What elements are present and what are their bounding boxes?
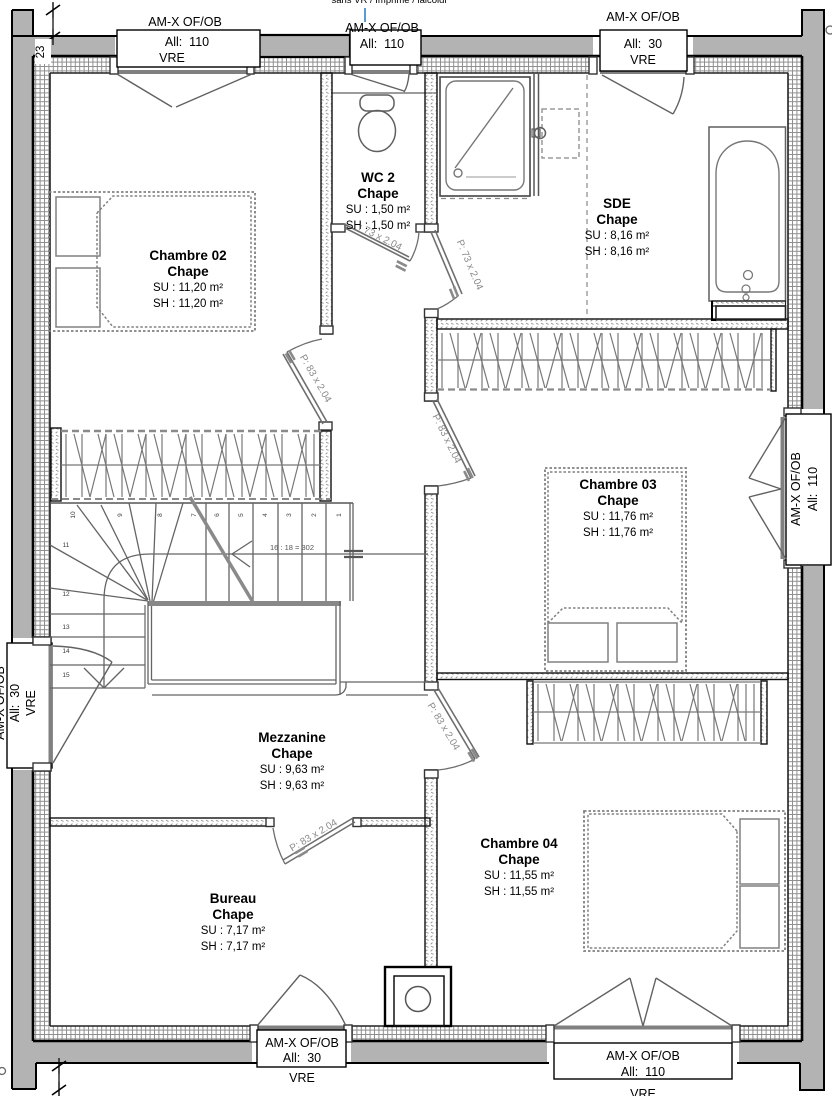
svg-text:SH : 1,50 m²: SH : 1,50 m² [346, 220, 411, 232]
svg-text:14: 14 [62, 648, 70, 655]
svg-text:12: 12 [62, 591, 70, 598]
svg-text:All: 30: All: 30 [8, 684, 22, 722]
svg-text:10: 10 [70, 511, 77, 519]
svg-text:Chape: Chape [212, 907, 254, 922]
svg-text:Chambre 03: Chambre 03 [579, 477, 657, 492]
svg-text:All: 110: All: 110 [165, 35, 209, 49]
svg-text:SH : 9,63 m²: SH : 9,63 m² [260, 780, 325, 792]
svg-text:VRE: VRE [159, 51, 185, 65]
svg-text:2: 2 [311, 513, 318, 517]
svg-text:All: 30: All: 30 [283, 1051, 321, 1065]
svg-text:VRE: VRE [630, 53, 656, 67]
svg-text:Chambre 04: Chambre 04 [480, 836, 558, 851]
svg-text:SDE: SDE [603, 196, 631, 211]
svg-text:SU : 8,16 m²: SU : 8,16 m² [585, 230, 650, 242]
svg-text:AM-X OF/OB: AM-X OF/OB [789, 452, 803, 526]
svg-text:SU : 11,76 m²: SU : 11,76 m² [583, 511, 653, 523]
svg-text:7: 7 [191, 513, 198, 517]
svg-text:Chape: Chape [596, 212, 638, 227]
svg-text:SU : 11,20 m²: SU : 11,20 m² [153, 282, 223, 294]
svg-text:6: 6 [214, 513, 221, 517]
svg-text:All: 110: All: 110 [360, 37, 404, 51]
svg-text:Chape: Chape [498, 852, 540, 867]
svg-text:1: 1 [336, 513, 343, 517]
svg-text:VRE: VRE [24, 690, 38, 716]
svg-text:All: 30: All: 30 [624, 37, 662, 51]
svg-text:5: 5 [238, 513, 245, 517]
svg-text:SH : 7,17 m²: SH : 7,17 m² [201, 941, 266, 953]
svg-text:SU : 7,17 m²: SU : 7,17 m² [201, 925, 266, 937]
svg-text:AM-X OF/OB: AM-X OF/OB [265, 1036, 339, 1050]
svg-text:Bureau: Bureau [210, 891, 257, 906]
svg-text:Chape: Chape [597, 493, 639, 508]
svg-text:AM-X OF/OB: AM-X OF/OB [148, 15, 222, 29]
svg-text:AM-X OF/OB: AM-X OF/OB [345, 21, 419, 35]
svg-text:AM-X OF/OB: AM-X OF/OB [606, 1049, 680, 1063]
svg-text:Mezzanine: Mezzanine [258, 730, 326, 745]
svg-text:SU : 11,55 m²: SU : 11,55 m² [484, 870, 554, 882]
svg-text:sans VR / Imprimé / laicoldi: sans VR / Imprimé / laicoldi [331, 0, 446, 6]
svg-text:SH : 8,16 m²: SH : 8,16 m² [585, 246, 650, 258]
svg-text:SH : 11,20 m²: SH : 11,20 m² [153, 298, 223, 310]
svg-text:SH : 11,55 m²: SH : 11,55 m² [484, 886, 554, 898]
svg-text:9: 9 [117, 513, 124, 517]
svg-text:SH : 11,76 m²: SH : 11,76 m² [583, 527, 653, 539]
svg-text:15: 15 [62, 672, 70, 679]
svg-text:Chambre 02: Chambre 02 [149, 248, 226, 263]
svg-text:Chape: Chape [271, 746, 313, 761]
svg-text:16 : 18 = 302: 16 : 18 = 302 [270, 543, 314, 552]
svg-text:23: 23 [35, 46, 47, 59]
svg-text:WC 2: WC 2 [361, 170, 395, 185]
svg-text:SU : 9,63 m²: SU : 9,63 m² [260, 764, 325, 776]
svg-text:All: 110: All: 110 [806, 467, 820, 511]
svg-text:13: 13 [62, 624, 70, 631]
svg-text:VRE: VRE [630, 1087, 656, 1096]
svg-text:11: 11 [63, 542, 70, 549]
svg-text:SU : 1,50 m²: SU : 1,50 m² [346, 204, 411, 216]
svg-text:3: 3 [286, 513, 293, 517]
svg-text:All: 110: All: 110 [621, 1065, 665, 1079]
svg-text:AM-X OF/OB: AM-X OF/OB [0, 666, 7, 740]
svg-text:8: 8 [157, 513, 164, 517]
svg-text:Chape: Chape [167, 264, 209, 279]
svg-text:VRE: VRE [289, 1071, 315, 1085]
svg-text:4: 4 [262, 513, 269, 517]
svg-text:AM-X OF/OB: AM-X OF/OB [606, 10, 680, 24]
svg-text:Chape: Chape [357, 186, 399, 201]
